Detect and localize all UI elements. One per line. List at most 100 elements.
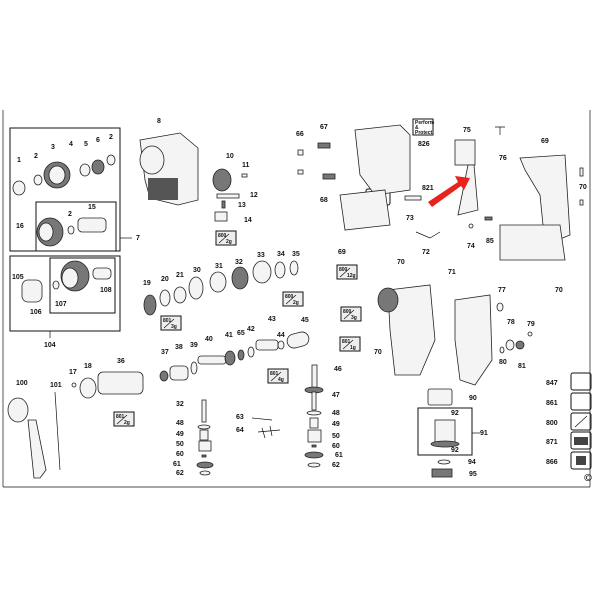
part-label: 100 — [16, 380, 28, 387]
part-label: 14 — [244, 217, 252, 224]
motor-parts — [427, 388, 460, 478]
part-label: 871 — [546, 439, 558, 446]
part-label: 104 — [44, 342, 56, 349]
part-label: 106 — [30, 309, 42, 316]
part-label: 50 — [176, 441, 184, 448]
gearbox-housings — [377, 284, 533, 386]
part-label: 90 — [469, 395, 477, 402]
part-label: 10 — [226, 153, 234, 160]
chuck-assembly-box — [9, 127, 121, 252]
part-label: 66 — [296, 131, 304, 138]
part-label: 13 — [238, 202, 246, 209]
part-label: 5 — [84, 141, 88, 148]
part-label: 2 — [34, 153, 38, 160]
armature-box — [417, 407, 473, 456]
part-label: 74 — [467, 243, 475, 250]
grease-code: 801 — [270, 371, 279, 377]
part-label: 61 — [335, 452, 343, 459]
part-label: 15 — [88, 204, 96, 211]
part-label: 37 — [161, 349, 169, 356]
part-label: 821 — [422, 185, 434, 192]
part-label: 49 — [176, 431, 184, 438]
part-label: 38 — [175, 344, 183, 351]
part-label: 2 — [68, 211, 72, 218]
part-label: 94 — [468, 459, 476, 466]
part-label: 85 — [486, 238, 494, 245]
grease-qty: 2g — [293, 300, 299, 306]
grease-code: 801 — [116, 414, 125, 420]
keyless-chuck-subbox — [49, 257, 116, 314]
part-label: 30 — [193, 267, 201, 274]
part-label: 4 — [69, 141, 73, 148]
grease-qty: 1g — [350, 345, 356, 351]
part-label: 62 — [332, 462, 340, 469]
part-label: 44 — [277, 332, 285, 339]
part-label: 60 — [332, 443, 340, 450]
part-label: 40 — [205, 336, 213, 343]
perform-protect-label — [412, 118, 434, 136]
chuck-subassembly-box — [35, 201, 117, 252]
grease-code: 800 — [218, 233, 227, 239]
part-label: 7 — [136, 235, 140, 242]
selector-parts — [212, 168, 248, 222]
part-label: 34 — [277, 251, 285, 258]
part-label: 64 — [236, 427, 244, 434]
grease-qty: 2g — [226, 239, 232, 245]
part-label: 71 — [448, 269, 456, 276]
protect-text: Protect — [415, 130, 433, 136]
part-label: 78 — [507, 319, 515, 326]
grease-code: 800 — [339, 267, 348, 273]
part-label: 67 — [320, 124, 328, 131]
part-label: 32 — [176, 401, 184, 408]
part-label: 49 — [332, 421, 340, 428]
part-label: 77 — [498, 287, 506, 294]
part-label: 70 — [397, 259, 405, 266]
side-handle — [7, 391, 61, 479]
part-label: 108 — [100, 287, 112, 294]
grease-code: 800 — [343, 309, 352, 315]
chuck-parts — [12, 154, 116, 303]
clutch-stack-left — [196, 399, 281, 476]
grease-code: 801 — [163, 318, 172, 324]
grease-code: 801 — [342, 339, 351, 345]
part-label: 80 — [499, 359, 507, 366]
part-label: 81 — [518, 363, 526, 370]
part-label: 17 — [69, 369, 77, 376]
part-label: 47 — [332, 392, 340, 399]
part-label: 70 — [555, 287, 563, 294]
part-label: 18 — [84, 363, 92, 370]
part-label: 79 — [527, 321, 535, 328]
part-label: 800 — [546, 420, 558, 427]
highlight-arrow — [428, 176, 470, 207]
part-label: 861 — [546, 400, 558, 407]
grease-qty: 12g — [347, 273, 356, 279]
part-label: 76 — [499, 155, 507, 162]
part-label: 16 — [16, 223, 24, 230]
part-label: 35 — [292, 251, 300, 258]
part-label: 101 — [50, 382, 62, 389]
housing-half-left — [297, 124, 493, 239]
grease-code: 800 — [285, 294, 294, 300]
part-label: 43 — [268, 316, 276, 323]
part-label: 12 — [250, 192, 258, 199]
housing-half-right — [499, 154, 584, 261]
copyright-symbol: © — [583, 473, 593, 484]
part-label: 3 — [51, 144, 55, 151]
part-label: 61 — [173, 461, 181, 468]
part-label: 42 — [247, 326, 255, 333]
part-label: 75 — [463, 127, 471, 134]
part-label: 45 — [301, 317, 309, 324]
part-label: 65 — [237, 330, 245, 337]
grease-qty: 4g — [278, 377, 284, 383]
gear-housing-8 — [139, 132, 199, 206]
accessory-icons — [570, 372, 592, 470]
part-label: 31 — [215, 263, 223, 270]
part-label: 105 — [12, 274, 24, 281]
part-label: 6 — [96, 137, 100, 144]
